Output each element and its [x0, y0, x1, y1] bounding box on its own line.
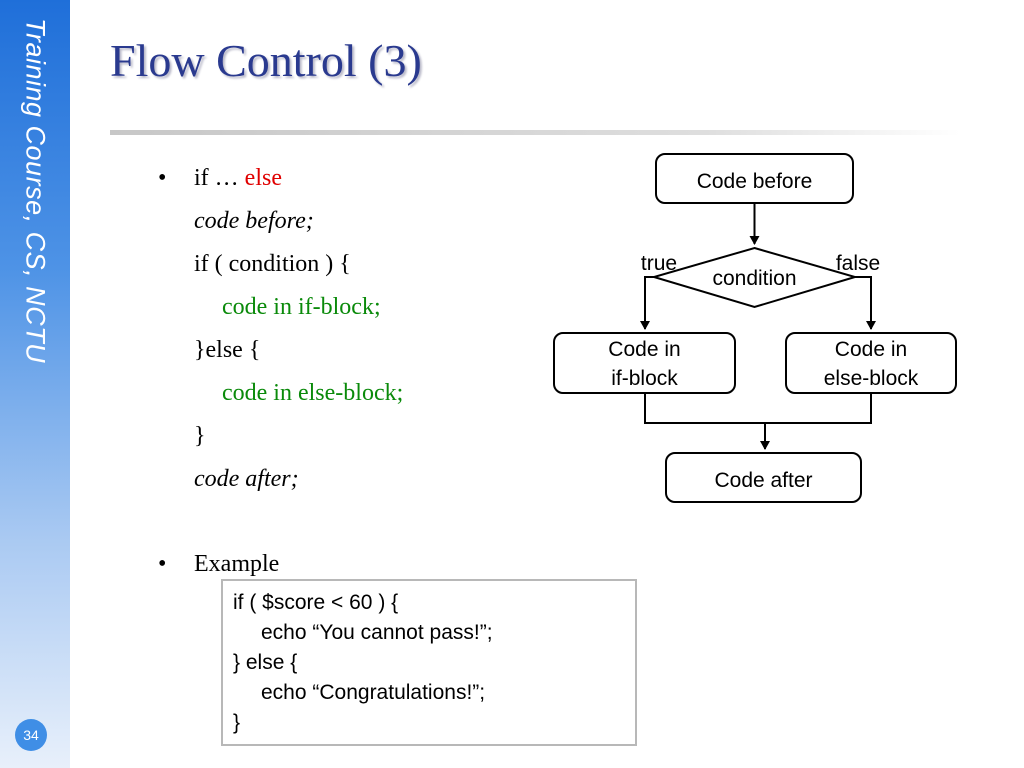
code-after-line: code after;	[194, 466, 299, 492]
if-block-label-line2: if-block	[611, 367, 678, 390]
page-number-badge: 34	[15, 719, 47, 751]
start-box-label: Code before	[697, 170, 813, 193]
example-code-line: if ( $score < 60 ) {	[233, 591, 399, 614]
condition-diamond	[650, 246, 859, 309]
false-label: false	[836, 252, 880, 275]
bullet-dot-icon: •	[158, 165, 167, 191]
merge-line	[644, 393, 872, 424]
else-block-label-line2: else-block	[824, 367, 919, 390]
false-branch-arrow	[855, 276, 876, 330]
example-code-box: if ( $score < 60 ) { echo “You cannot pa…	[221, 579, 637, 746]
sidebar: Training Course, CS, NCTU 34	[0, 0, 70, 768]
else-line: }else {	[194, 337, 261, 363]
code-before-line: code before;	[194, 208, 314, 234]
true-branch-arrow	[640, 276, 654, 330]
end-box	[665, 452, 862, 503]
example-code-line: echo “You cannot pass!”;	[261, 621, 493, 644]
example-label: Example	[194, 551, 280, 577]
if-prefix: if …	[194, 165, 245, 191]
example-code-line: } else {	[233, 651, 298, 674]
example-code-line: }	[233, 711, 241, 734]
closing-brace-line: }	[194, 423, 206, 449]
else-keyword: else	[244, 165, 282, 191]
else-block-line: code in else-block;	[222, 380, 404, 406]
true-label: true	[641, 252, 677, 275]
slide-title: Flow Control (3)	[110, 35, 422, 86]
if-block-line: code in if-block;	[222, 294, 381, 320]
if-block-label-line1: Code in	[608, 338, 680, 361]
title-divider	[110, 130, 960, 135]
end-box-label: Code after	[714, 469, 812, 492]
if-condition-line: if ( condition ) {	[194, 251, 351, 277]
example-code-line: echo “Congratulations!”;	[261, 681, 486, 704]
bullet-dot-icon: •	[158, 551, 167, 577]
else-block-label-line1: Code in	[835, 338, 907, 361]
condition-label: condition	[712, 267, 796, 290]
